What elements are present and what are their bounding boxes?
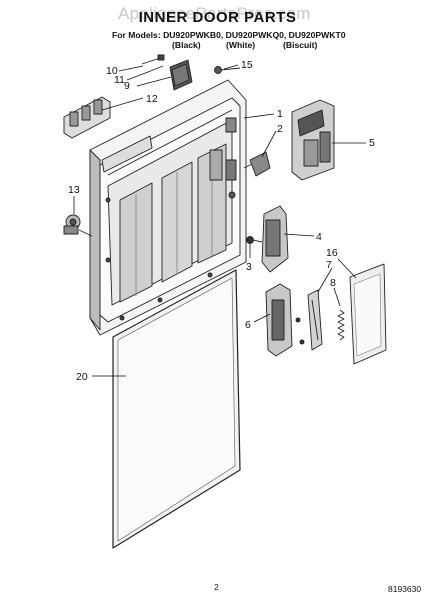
page-number: 2 <box>214 582 219 592</box>
hinge-arm <box>246 205 289 273</box>
callout-8: 8 <box>330 277 336 289</box>
watermark: AppliancePartsPros.com <box>118 4 311 23</box>
knob-assembly <box>63 214 93 237</box>
page-title: INNER DOOR PARTS <box>138 9 297 26</box>
screw-15 <box>214 66 241 74</box>
callout-15: 15 <box>241 59 253 71</box>
callout-7: 7 <box>326 259 332 271</box>
callout-5: 5 <box>369 137 375 149</box>
latch-cover <box>169 59 193 91</box>
color-white: (White) <box>226 40 256 50</box>
callout-12: 12 <box>146 93 158 105</box>
callout-10: 10 <box>106 65 118 77</box>
callout-9: 9 <box>124 80 130 92</box>
callout-6: 6 <box>245 319 251 331</box>
callout-2: 2 <box>277 123 283 135</box>
color-biscuit: (Biscuit) <box>283 40 318 50</box>
door-liner-panel <box>112 269 241 549</box>
small-fasteners <box>141 54 165 73</box>
document-number: 8193630 <box>388 584 422 594</box>
callout-3: 3 <box>246 261 252 273</box>
callout-1: 1 <box>277 108 283 120</box>
lower-hinge <box>265 283 305 357</box>
spring <box>337 309 345 341</box>
callout-20: 20 <box>76 371 88 383</box>
door-clip <box>243 151 271 177</box>
handle-bracket <box>63 96 111 139</box>
callout-16: 16 <box>326 247 338 259</box>
models-line: For Models: DU920PWKB0, DU920PWKQ0, DU92… <box>112 30 346 40</box>
side-cover-panel <box>349 263 387 365</box>
leader-lines <box>73 64 366 377</box>
color-black: (Black) <box>172 40 201 50</box>
callout-11: 11 <box>114 74 125 86</box>
callout-4: 4 <box>316 231 322 243</box>
latch-module <box>291 99 335 181</box>
inner-door-panel <box>89 79 247 336</box>
link-arm <box>307 289 323 351</box>
callout-13: 13 <box>68 184 80 196</box>
